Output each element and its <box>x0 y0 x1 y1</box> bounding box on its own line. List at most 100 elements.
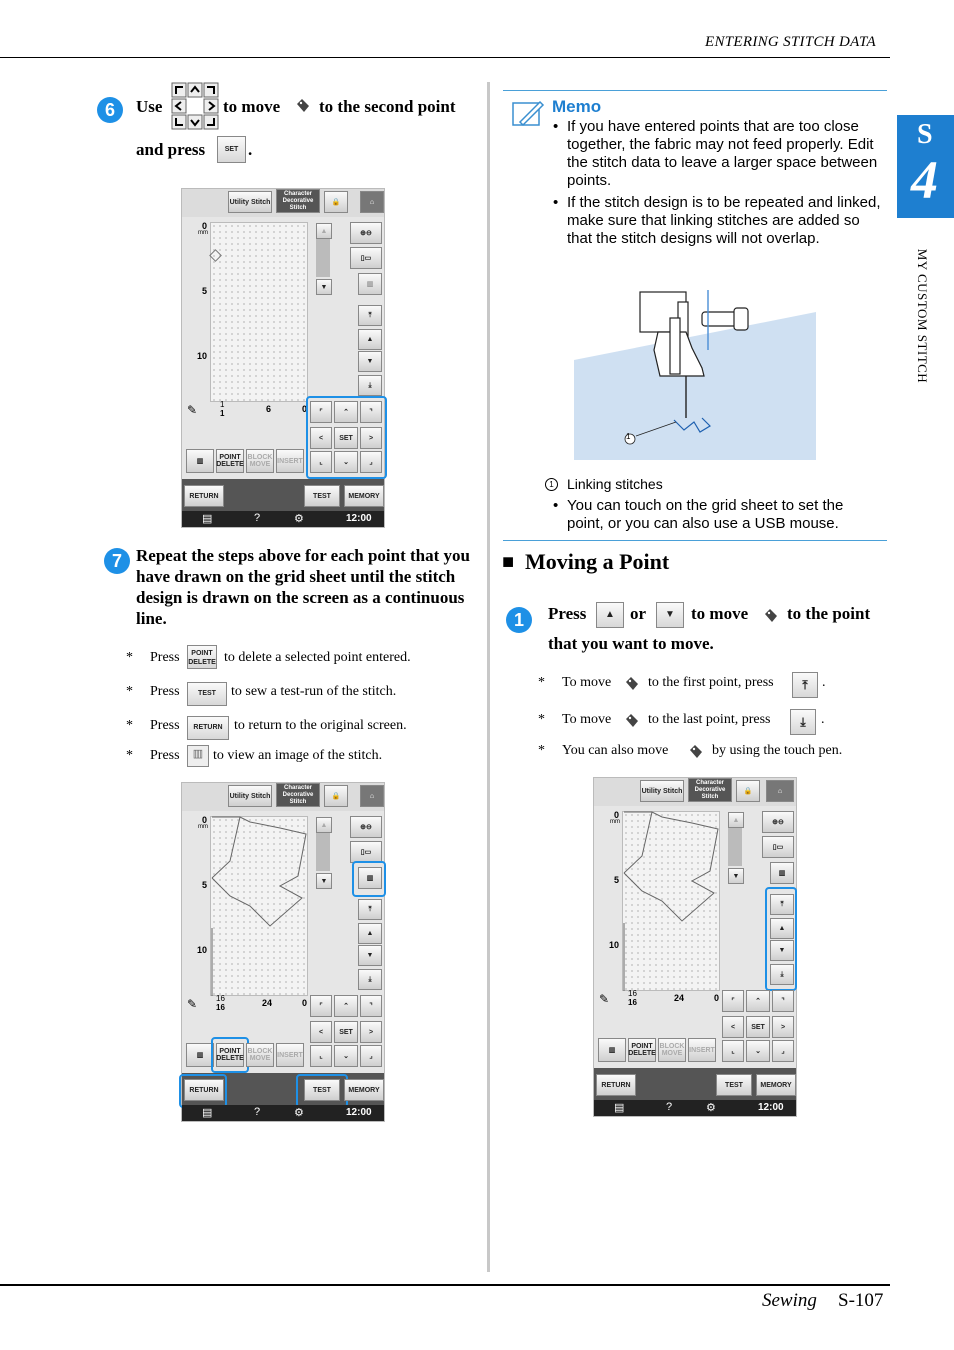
scroll-down-button[interactable]: ▼ <box>728 868 744 884</box>
settings-icon[interactable]: ⚙ <box>294 513 304 525</box>
dir-down-left[interactable]: ⌞ <box>722 1040 744 1062</box>
first-point-button[interactable]: ⤒ <box>358 899 382 920</box>
home-icon[interactable]: ⌂ <box>360 191 384 213</box>
dir-right[interactable]: > <box>360 427 382 449</box>
point-delete-button[interactable]: POINT DELETE <box>216 449 244 473</box>
dir-down-right[interactable]: ⌟ <box>360 1045 382 1067</box>
grid-sheet[interactable] <box>210 222 308 402</box>
insert-button[interactable]: INSERT <box>276 1043 304 1067</box>
tab-utility-stitch[interactable]: Utility Stitch <box>640 780 684 802</box>
next-point-button[interactable]: ▼ <box>770 940 794 961</box>
scroll-bar[interactable] <box>728 828 742 866</box>
zoom-icon[interactable]: ⊕⊖ <box>762 811 794 833</box>
next-point-button[interactable]: ▼ <box>358 351 382 372</box>
return-button[interactable]: RETURN <box>184 485 224 507</box>
scroll-up-button[interactable]: ▲ <box>316 223 332 239</box>
set-button[interactable]: SET <box>334 1021 358 1043</box>
scroll-down-button[interactable]: ▼ <box>316 279 332 295</box>
grid-sheet[interactable] <box>622 811 720 991</box>
tab-character-decorative[interactable]: Character Decorative Stitch <box>688 778 732 802</box>
menu-icon[interactable]: ▤ <box>614 1102 625 1114</box>
dir-up-left[interactable]: ⌜ <box>310 995 332 1017</box>
dir-down[interactable]: ⌄ <box>334 1045 358 1067</box>
dir-left[interactable]: < <box>722 1016 744 1038</box>
dir-up[interactable]: ⌃ <box>334 995 358 1017</box>
set-button[interactable]: SET <box>746 1016 770 1038</box>
view-toggle-icon[interactable]: ▯▭ <box>350 841 382 863</box>
last-point-button[interactable]: ⤓ <box>770 964 794 985</box>
block-move-button[interactable]: BLOCK MOVE <box>658 1038 686 1062</box>
dir-up-left[interactable]: ⌜ <box>310 401 332 423</box>
dir-down-right[interactable]: ⌟ <box>772 1040 794 1062</box>
dir-down-right[interactable]: ⌟ <box>360 451 382 473</box>
settings-icon[interactable]: ⚙ <box>706 1102 716 1114</box>
dir-down-left[interactable]: ⌞ <box>310 1045 332 1067</box>
lock-icon[interactable]: 🔒 <box>736 780 760 802</box>
dir-down[interactable]: ⌄ <box>746 1040 770 1062</box>
view-toggle-icon[interactable]: ▯▭ <box>762 836 794 858</box>
help-icon[interactable]: ? <box>254 512 261 524</box>
tab-character-decorative[interactable]: Character Decorative Stitch <box>276 783 320 807</box>
tab-utility-stitch[interactable]: Utility Stitch <box>228 785 272 807</box>
scroll-down-button[interactable]: ▼ <box>316 873 332 889</box>
dir-up-right[interactable]: ⌝ <box>360 401 382 423</box>
prev-point-button[interactable]: ▲ <box>358 923 382 944</box>
first-point-button[interactable]: ⤒ <box>358 305 382 326</box>
dir-right[interactable]: > <box>360 1021 382 1043</box>
dir-up[interactable]: ⌃ <box>334 401 358 423</box>
home-icon[interactable]: ⌂ <box>766 780 794 802</box>
settings-icon[interactable]: ⚙ <box>294 1107 304 1119</box>
test-button[interactable]: TEST <box>304 1079 340 1101</box>
return-button[interactable]: RETURN <box>596 1074 636 1096</box>
lock-icon[interactable]: 🔒 <box>324 191 348 213</box>
dir-right[interactable]: > <box>772 1016 794 1038</box>
scroll-up-button[interactable]: ▲ <box>316 817 332 833</box>
set-button[interactable]: SET <box>334 427 358 449</box>
dir-up[interactable]: ⌃ <box>746 990 770 1012</box>
test-button[interactable]: TEST <box>304 485 340 507</box>
view-toggle-icon[interactable]: ▯▭ <box>350 247 382 269</box>
tab-character-decorative[interactable]: Character Decorative Stitch <box>276 189 320 213</box>
image-view-icon[interactable]: ▥ <box>358 867 382 889</box>
home-icon[interactable]: ⌂ <box>360 785 384 807</box>
help-icon[interactable]: ? <box>666 1101 673 1113</box>
zoom-icon[interactable]: ⊕⊖ <box>350 222 382 244</box>
dir-down[interactable]: ⌄ <box>334 451 358 473</box>
insert-button[interactable]: INSERT <box>276 449 304 473</box>
image-view-icon[interactable]: ▥ <box>358 273 382 295</box>
scroll-bar[interactable] <box>316 833 330 871</box>
dir-up-left[interactable]: ⌜ <box>722 990 744 1012</box>
dir-up-right[interactable]: ⌝ <box>772 990 794 1012</box>
memory-button[interactable]: MEMORY <box>344 485 384 507</box>
last-point-button[interactable]: ⤓ <box>358 375 382 396</box>
menu-icon[interactable]: ▤ <box>202 513 213 525</box>
last-point-button[interactable]: ⤓ <box>358 969 382 990</box>
image-view-icon[interactable]: ▥ <box>770 862 794 884</box>
tab-utility-stitch[interactable]: Utility Stitch <box>228 191 272 213</box>
block-move-button[interactable]: BLOCK MOVE <box>246 449 274 473</box>
prev-point-button[interactable]: ▲ <box>358 329 382 350</box>
columns-icon[interactable]: ▥ <box>186 1043 214 1067</box>
help-icon[interactable]: ? <box>254 1106 261 1118</box>
block-move-button[interactable]: BLOCK MOVE <box>246 1043 274 1067</box>
memory-button[interactable]: MEMORY <box>756 1074 796 1096</box>
grid-sheet[interactable] <box>210 816 308 996</box>
columns-icon[interactable]: ▥ <box>186 449 214 473</box>
first-point-button[interactable]: ⤒ <box>770 894 794 915</box>
point-delete-button[interactable]: POINT DELETE <box>628 1038 656 1062</box>
lock-icon[interactable]: 🔒 <box>324 785 348 807</box>
zoom-icon[interactable]: ⊕⊖ <box>350 816 382 838</box>
menu-icon[interactable]: ▤ <box>202 1107 213 1119</box>
next-point-button[interactable]: ▼ <box>358 945 382 966</box>
return-button[interactable]: RETURN <box>184 1079 224 1101</box>
test-button[interactable]: TEST <box>716 1074 752 1096</box>
dir-up-right[interactable]: ⌝ <box>360 995 382 1017</box>
memory-button[interactable]: MEMORY <box>344 1079 384 1101</box>
scroll-up-button[interactable]: ▲ <box>728 812 744 828</box>
dir-left[interactable]: < <box>310 427 332 449</box>
insert-button[interactable]: INSERT <box>688 1038 716 1062</box>
point-delete-button[interactable]: POINT DELETE <box>216 1043 244 1067</box>
dir-down-left[interactable]: ⌞ <box>310 451 332 473</box>
prev-point-button[interactable]: ▲ <box>770 918 794 939</box>
dir-left[interactable]: < <box>310 1021 332 1043</box>
